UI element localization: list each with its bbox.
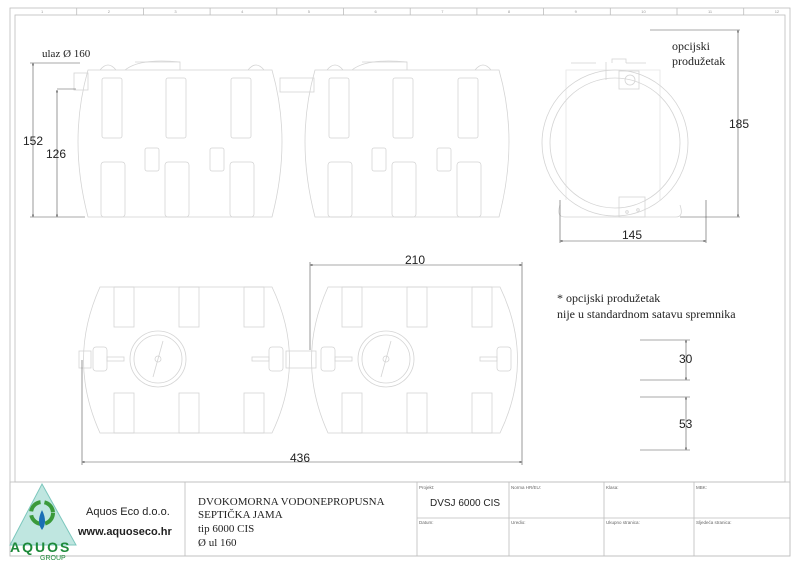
sljedeca-label: Sljedeća stranica: [696, 520, 732, 525]
plan-view-tank-2 [311, 286, 518, 434]
dim-tank-length: 210 [405, 253, 425, 267]
side-view: ulaz Ø 160 152 126 [23, 48, 510, 218]
ruler-label: 9 [575, 9, 578, 14]
ruler-label: 10 [641, 9, 646, 14]
manhole-cover-icon [357, 330, 415, 388]
title-line-3: tip 6000 CIS [198, 523, 254, 535]
company-name: Aquos Eco d.o.o. [86, 506, 170, 518]
dim-end-height: 185 [729, 117, 749, 131]
optional-extension-label: opcijski [672, 39, 711, 53]
logo-subtext: GROUP [40, 555, 66, 562]
extension-pipe-icon [624, 74, 636, 86]
ruler-label: 11 [708, 9, 713, 14]
company-logo: AQUOS GROUP [9, 482, 77, 562]
projekt-value: DVSJ 6000 CIS [430, 498, 500, 509]
manhole-cover-icon [129, 330, 187, 388]
company-website[interactable]: www.aquoseco.hr [77, 526, 172, 538]
dim-extension-1: 30 [679, 352, 693, 366]
title-block: AQUOS GROUP Aquos Eco d.o.o. www.aquosec… [9, 481, 791, 562]
plan-view: 210 436 [78, 253, 523, 465]
ruler-label: 8 [508, 9, 511, 14]
note-line-1: * opcijski produžetak [557, 291, 660, 305]
end-view: opcijski produžetak 185 145 [541, 29, 749, 243]
ruler-label: 1 [41, 9, 44, 14]
dim-end-width: 145 [622, 228, 642, 242]
note-line-2: nije u standardnom satavu spremnika [557, 307, 736, 321]
optional-extension-label-2: produžetak [672, 54, 725, 68]
ukupno-label: Ukupno stranica: [606, 520, 640, 525]
klasa-label: Klasa: [606, 485, 619, 490]
title-line-2: SEPTIČKA JAMA [198, 509, 283, 521]
dim-extension-2: 53 [679, 417, 693, 431]
connecting-pipe [279, 77, 315, 93]
ruler-label: 4 [241, 9, 244, 14]
connecting-pipe-plan [285, 350, 317, 369]
ruler-label: 5 [308, 9, 311, 14]
title-line-1: DVOKOMORNA VODONEPROPUSNA [198, 496, 385, 508]
side-view-tank-1 [77, 60, 283, 218]
logo-text: AQUOS [10, 539, 71, 555]
side-view-tank-2 [304, 60, 510, 218]
projekt-label: Projekt: [419, 485, 434, 490]
norma-label: Norma HR/EU: [511, 485, 541, 490]
inlet-label: ulaz Ø 160 [42, 48, 91, 60]
ruler-label: 7 [441, 9, 444, 14]
dim-total-length: 436 [290, 451, 310, 465]
ruler-label: 6 [375, 9, 378, 14]
datum-label: Datum: [419, 520, 434, 525]
title-line-4: Ø ul 160 [198, 537, 237, 549]
mbk-label: MBK: [696, 485, 707, 490]
extension-note: * opcijski produžetak nije u standardnom… [557, 291, 736, 451]
ruler-label: 3 [174, 9, 177, 14]
dim-total-height: 152 [23, 134, 43, 148]
dim-inlet-height: 126 [46, 147, 66, 161]
plan-view-tank-1 [83, 286, 290, 434]
inlet-pipe [73, 72, 89, 91]
ruler-label: 2 [108, 9, 111, 14]
uredio-label: Uredio: [511, 520, 526, 525]
ruler-label: 12 [775, 9, 780, 14]
